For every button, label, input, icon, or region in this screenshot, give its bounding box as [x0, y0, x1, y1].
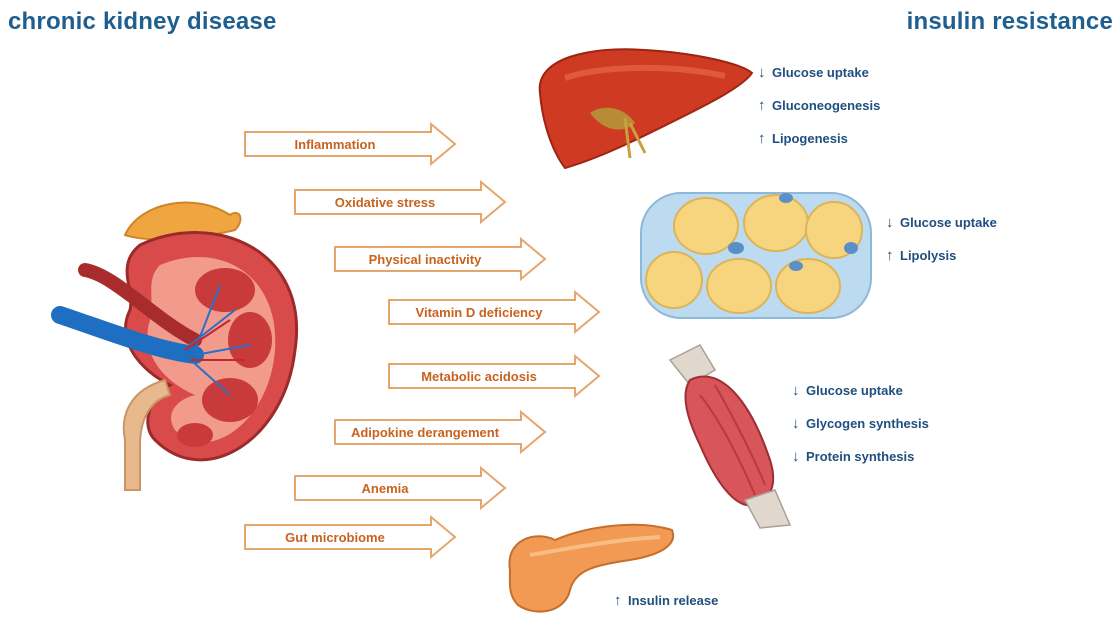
muscle-illustration — [660, 340, 800, 530]
title-insulin-resistance: insulin resistance — [907, 8, 1113, 36]
muscle-effect: ↓ Glycogen synthesis — [792, 407, 929, 440]
effect-label: Protein synthesis — [806, 449, 914, 464]
factor-arrow: Physical inactivity — [331, 237, 551, 281]
direction-arrow-icon: ↓ — [758, 64, 772, 81]
factor-label: Physical inactivity — [331, 237, 519, 281]
pancreas-effects: ↑ Insulin release — [614, 584, 718, 617]
title-chronic-kidney-disease: chronic kidney disease — [8, 8, 277, 36]
factor-arrow: Adipokine derangement — [331, 410, 551, 454]
effect-label: Lipogenesis — [772, 131, 848, 146]
factor-label: Inflammation — [241, 122, 429, 166]
direction-arrow-icon: ↓ — [792, 382, 806, 399]
factor-arrow: Vitamin D deficiency — [385, 290, 605, 334]
liver-effect: ↓ Glucose uptake — [758, 56, 880, 89]
factor-label: Oxidative stress — [291, 180, 479, 224]
adipose-effects: ↓ Glucose uptake ↑ Lipolysis — [886, 206, 997, 272]
adipose-effect: ↑ Lipolysis — [886, 239, 997, 272]
effect-label: Glucose uptake — [900, 215, 997, 230]
factor-label: Metabolic acidosis — [385, 354, 573, 398]
pancreas-effect: ↑ Insulin release — [614, 584, 718, 617]
factor-arrow: Oxidative stress — [291, 180, 511, 224]
direction-arrow-icon: ↓ — [886, 214, 900, 231]
muscle-effect: ↓ Protein synthesis — [792, 440, 929, 473]
liver-effects: ↓ Glucose uptake ↑ Gluconeogenesis ↑ Lip… — [758, 56, 880, 155]
factor-arrow: Inflammation — [241, 122, 461, 166]
muscle-effects: ↓ Glucose uptake ↓ Glycogen synthesis ↓ … — [792, 374, 929, 473]
direction-arrow-icon: ↑ — [614, 592, 628, 609]
muscle-effect: ↓ Glucose uptake — [792, 374, 929, 407]
factor-label: Anemia — [291, 466, 479, 510]
factor-label: Gut microbiome — [241, 515, 429, 559]
factor-label: Adipokine derangement — [331, 410, 519, 454]
effect-label: Lipolysis — [900, 248, 956, 263]
liver-effect: ↑ Gluconeogenesis — [758, 89, 880, 122]
effect-label: Glucose uptake — [772, 65, 869, 80]
direction-arrow-icon: ↑ — [758, 97, 772, 114]
direction-arrow-icon: ↓ — [792, 415, 806, 432]
kidney-illustration — [45, 190, 325, 495]
factor-label: Vitamin D deficiency — [385, 290, 573, 334]
effect-label: Glycogen synthesis — [806, 416, 929, 431]
effect-label: Gluconeogenesis — [772, 98, 880, 113]
liver-illustration — [530, 38, 760, 178]
factor-arrow: Anemia — [291, 466, 511, 510]
factor-arrow: Gut microbiome — [241, 515, 461, 559]
liver-effect: ↑ Lipogenesis — [758, 122, 880, 155]
direction-arrow-icon: ↑ — [758, 130, 772, 147]
effect-label: Insulin release — [628, 593, 718, 608]
direction-arrow-icon: ↑ — [886, 247, 900, 264]
factor-arrow: Metabolic acidosis — [385, 354, 605, 398]
direction-arrow-icon: ↓ — [792, 448, 806, 465]
adipose-cells-illustration — [636, 188, 876, 323]
effect-label: Glucose uptake — [806, 383, 903, 398]
adipose-effect: ↓ Glucose uptake — [886, 206, 997, 239]
